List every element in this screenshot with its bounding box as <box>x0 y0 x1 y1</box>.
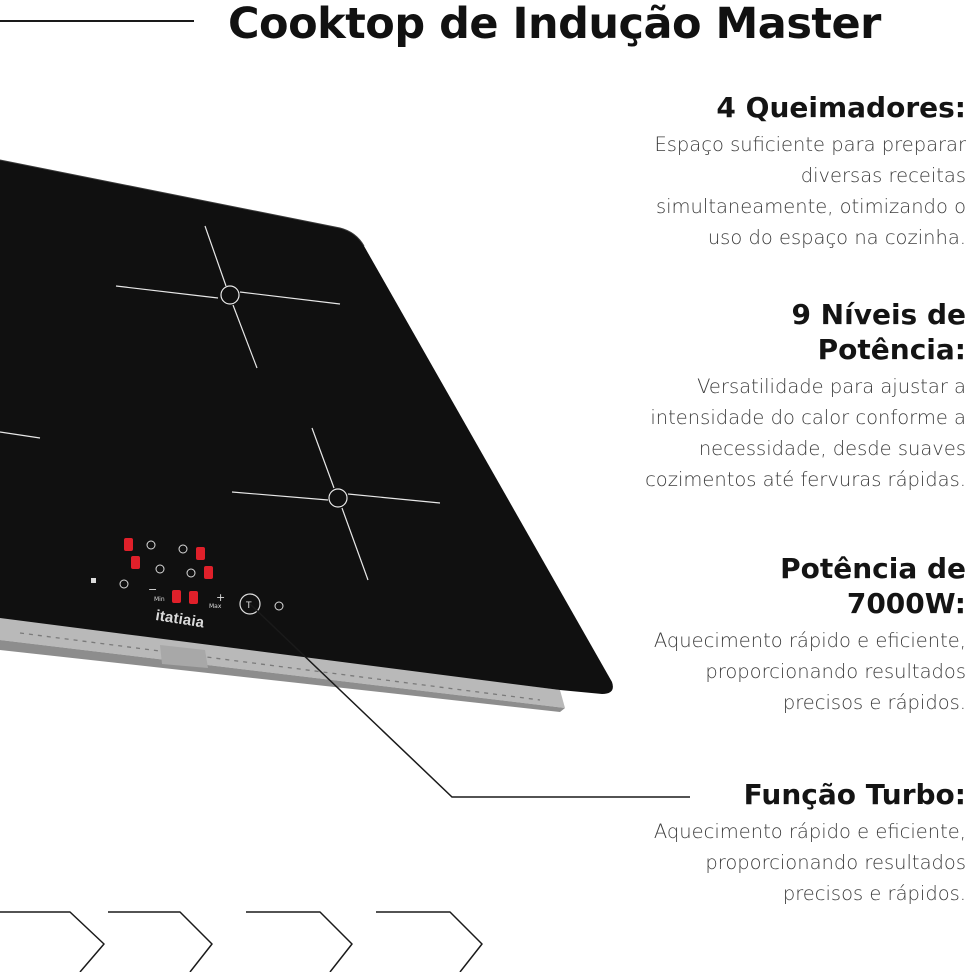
lock-icon <box>91 578 96 583</box>
burner-top <box>115 225 341 369</box>
title-rule <box>0 20 194 22</box>
feature-description: Versatilidade para ajustar a intensidade… <box>645 375 966 491</box>
cooktop-glass <box>0 160 613 694</box>
feature-title: 4 Queimadores: <box>716 91 966 124</box>
feature-description: Aquecimento rápido e eficiente, proporci… <box>653 820 966 905</box>
feature-burners: 4 Queimadores: Espaço suficiente para pr… <box>606 90 966 253</box>
feature-power-levels: 9 Níveis de Potência: Versatilidade para… <box>606 297 966 495</box>
feature-turbo: Função Turbo: Aquecimento rápido e efici… <box>606 777 966 909</box>
glass-edge-highlight <box>0 159 365 247</box>
turbo-callout-line <box>249 603 690 798</box>
turbo-button-ring <box>239 593 261 615</box>
cooktop-frame-shadow <box>0 640 565 712</box>
feature-title: Potência de 7000W: <box>780 552 966 620</box>
frame-bracket <box>160 645 208 668</box>
feature-description: Aquecimento rápido e eficiente, proporci… <box>653 629 966 714</box>
min-label: Min <box>154 596 165 603</box>
minus-label: − <box>148 583 157 596</box>
turbo-icon: T <box>245 601 252 611</box>
max-label: Max <box>209 603 222 610</box>
chevron-decoration <box>0 911 483 972</box>
plus-label: + <box>216 591 225 604</box>
burner-left <box>0 431 41 439</box>
feature-description: Espaço suficiente para preparar diversas… <box>654 133 966 249</box>
burner-bottom <box>231 427 441 581</box>
feature-title: Função Turbo: <box>743 778 966 811</box>
touch-icons <box>119 540 284 611</box>
frame-vents <box>19 632 541 701</box>
feature-power-7000w: Potência de 7000W: Aquecimento rápido e … <box>606 551 966 718</box>
feature-title: 9 Níveis de Potência: <box>791 298 966 366</box>
page-title: Cooktop de Indução Master <box>228 0 881 49</box>
led-displays <box>124 538 213 604</box>
